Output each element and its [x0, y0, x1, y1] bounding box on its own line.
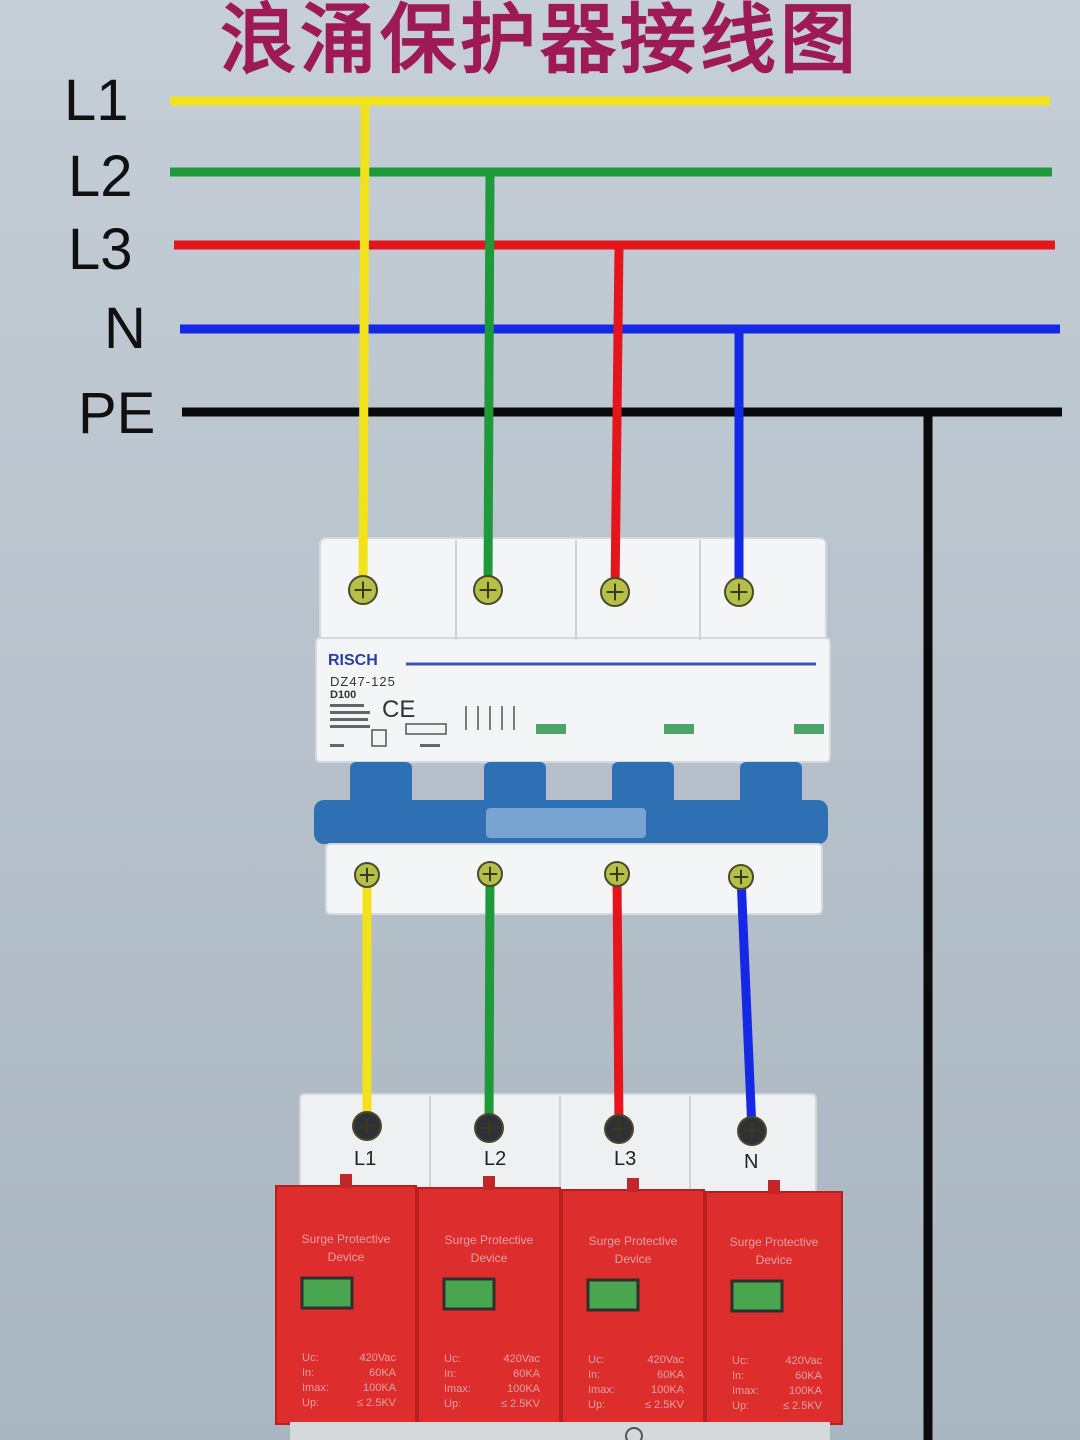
wire-drop-l1 — [358, 100, 370, 591]
spd-spec-value: 100KA — [788, 1385, 822, 1397]
spd-spec-key: Up: — [302, 1397, 320, 1409]
spd-module-name: Surge Protective Device — [729, 1235, 819, 1267]
terminal-screw-icon — [477, 861, 503, 887]
spd-spec-key: Up: — [444, 1398, 462, 1410]
breaker-rating: D100 — [330, 689, 357, 701]
terminal-screw-icon — [348, 575, 378, 605]
terminal-screw-icon — [724, 577, 754, 607]
spd-spec-value: 420Vac — [503, 1353, 541, 1365]
spd-spec-value: 60KA — [369, 1367, 396, 1379]
spd-spec-value: 60KA — [513, 1368, 540, 1380]
spd-terminal-label-n: N — [744, 1151, 759, 1173]
bus-label-l3: L3 — [68, 217, 133, 282]
spd-bottom-strip — [290, 1422, 830, 1440]
bus-label-l1: L1 — [64, 68, 129, 133]
spd-module-name: Surge Protective Device — [588, 1234, 678, 1266]
spd-spec-key: Up: — [732, 1400, 750, 1412]
spd-status-window — [300, 1276, 354, 1310]
spd-spec-value: 100KA — [650, 1384, 684, 1396]
terminal-screw-icon — [600, 577, 630, 607]
spd-spec-key: Uc: — [444, 1353, 461, 1365]
wire-drop-l2 — [483, 171, 495, 591]
breaker-handle — [740, 762, 802, 814]
terminal-screw-icon — [728, 864, 754, 890]
wire-breaker-to-spd-l3 — [612, 873, 624, 1130]
breaker-handle — [484, 762, 546, 814]
bus-label-l2: L2 — [68, 144, 133, 209]
spd-spec-key: Up: — [588, 1399, 606, 1411]
terminal-screw-icon — [474, 1113, 504, 1143]
spd-spec-value: 60KA — [795, 1370, 822, 1382]
spd-spec-value: ≤ 2.5KV — [644, 1399, 684, 1411]
breaker-bottom-block — [325, 843, 823, 915]
breaker-tie-bar — [486, 808, 646, 838]
spd-module-name: Surge Protective Device — [444, 1233, 534, 1265]
breaker-model: DZ47-125 — [330, 674, 396, 689]
wire-drop-l3 — [610, 244, 624, 593]
spd-status-window — [730, 1279, 784, 1313]
spd-spec-value: 420Vac — [359, 1352, 397, 1364]
spd-spec-key: In: — [444, 1368, 457, 1380]
breaker-handle — [350, 762, 412, 814]
bus-label-n: N — [104, 296, 146, 361]
surge-protective-device — [275, 1093, 843, 1440]
terminal-screw-icon — [473, 575, 503, 605]
spd-status-window — [586, 1278, 640, 1312]
wire-breaker-to-spd-n — [736, 876, 757, 1132]
circuit-breaker — [314, 537, 831, 915]
spd-spec-value: ≤ 2.5KV — [356, 1397, 396, 1409]
spd-spec-value: 420Vac — [785, 1355, 823, 1367]
bus-label-pe: PE — [78, 381, 156, 446]
spd-terminal-label-l3: L3 — [614, 1148, 637, 1170]
wire-breaker-to-spd-l2 — [484, 873, 495, 1129]
spd-spec-key: In: — [588, 1369, 601, 1381]
spd-terminal-label-l1: L1 — [354, 1148, 377, 1170]
spd-spec-key: Uc: — [302, 1352, 319, 1364]
breaker-brand: RISCH — [328, 652, 378, 669]
spd-module-name: Surge Protective Device — [301, 1232, 391, 1264]
spd-spec-value: ≤ 2.5KV — [500, 1398, 540, 1410]
spd-base-block — [299, 1093, 817, 1195]
spd-spec-key: Imax: — [302, 1382, 329, 1394]
terminal-screw-icon — [354, 862, 380, 888]
terminal-screw-icon — [604, 861, 630, 887]
spd-spec-key: In: — [302, 1367, 315, 1379]
spd-terminal-label-l2: L2 — [484, 1148, 507, 1170]
spd-status-window — [442, 1277, 496, 1311]
diagram-title: 浪涌保护器接线图 — [220, 0, 860, 84]
spd-spec-key: Imax: — [588, 1384, 615, 1396]
spd-spec-value: 60KA — [657, 1369, 684, 1381]
spd-spec-value: 420Vac — [647, 1354, 685, 1366]
ce-mark-icon: CE — [382, 696, 416, 723]
spd-spec-key: Imax: — [444, 1383, 471, 1395]
spd-spec-key: Uc: — [588, 1354, 605, 1366]
spd-spec-value: 100KA — [506, 1383, 540, 1395]
terminal-screw-icon — [604, 1114, 634, 1144]
breaker-handle — [612, 762, 674, 814]
spd-spec-key: Imax: — [732, 1385, 759, 1397]
spd-spec-value: ≤ 2.5KV — [782, 1400, 822, 1412]
spd-spec-value: 100KA — [362, 1382, 396, 1394]
spd-spec-key: Uc: — [732, 1355, 749, 1367]
terminal-screw-icon — [737, 1116, 767, 1146]
terminal-screw-icon — [352, 1111, 382, 1141]
breaker-label-panel — [315, 637, 831, 763]
spd-spec-key: In: — [732, 1370, 745, 1382]
